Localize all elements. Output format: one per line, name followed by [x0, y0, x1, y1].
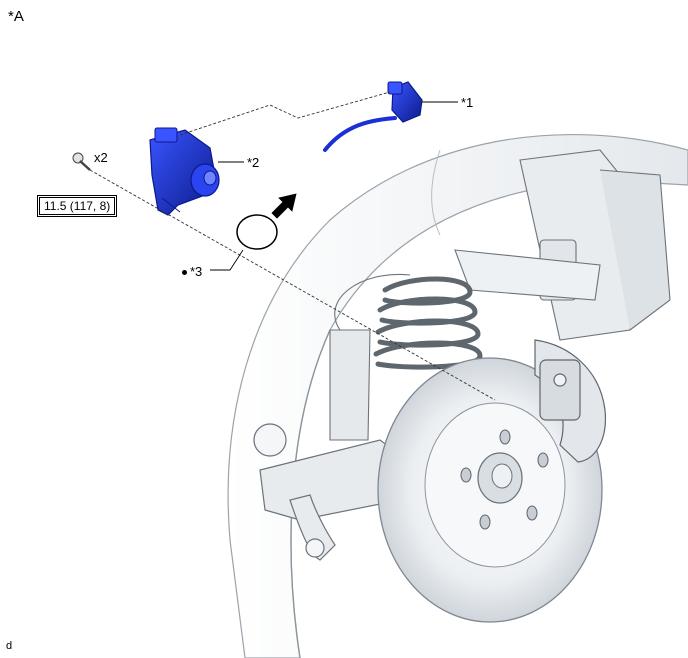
wire-harness [323, 81, 423, 152]
torque-spec-box: 11.5 (117, 8) [37, 195, 118, 217]
bolt-icon [72, 152, 91, 171]
callout-label-1: *1 [461, 95, 474, 110]
callout-label-3: *3 [190, 264, 203, 279]
arrow-icon [271, 193, 297, 219]
guide-lines [89, 91, 496, 401]
wheel-studs [460, 429, 549, 530]
brake-rotor [377, 357, 603, 623]
callout-leaders [210, 101, 458, 271]
brake-caliper [534, 339, 607, 463]
coil-spring [373, 276, 483, 370]
o-ring [236, 214, 278, 250]
view-label: *A [8, 8, 24, 25]
suspension-components [329, 149, 671, 441]
parking-brake-actuator [149, 127, 220, 216]
illustration-code: d [6, 640, 13, 652]
bolt-quantity: x2 [94, 150, 108, 165]
torque-spec-text: 11.5 (117, 8) [39, 197, 116, 215]
no-reuse-dot-icon [182, 270, 187, 275]
callout-label-2: *2 [247, 155, 260, 170]
